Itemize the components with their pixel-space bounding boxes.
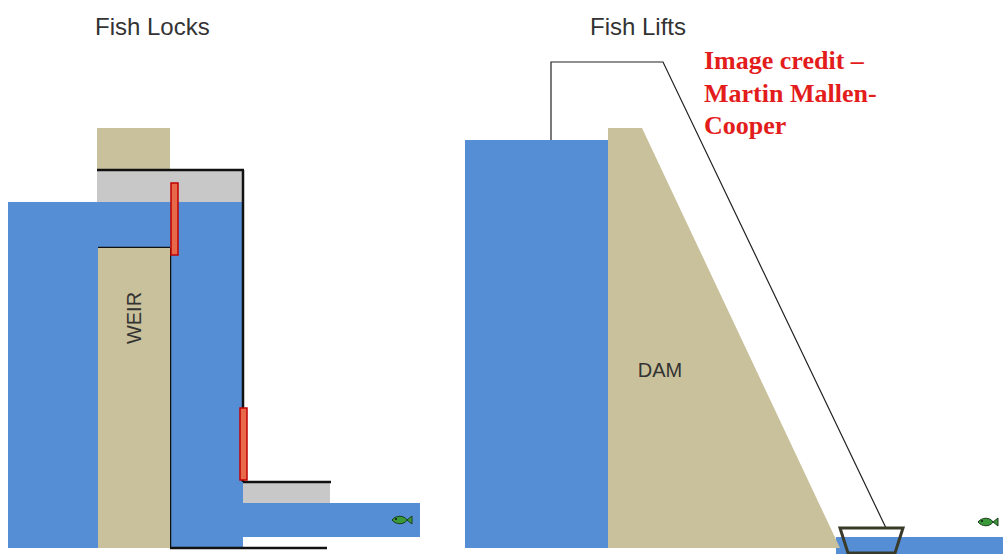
reservoir — [465, 140, 610, 548]
upstream-gate — [171, 183, 178, 255]
image-credit: Image credit – Martin Mallen-Cooper — [704, 45, 919, 143]
lock-walls — [97, 170, 331, 548]
fish-icon — [978, 518, 998, 526]
dam-shape — [608, 128, 840, 548]
headwater — [8, 202, 98, 548]
dam-body: DAM — [608, 128, 842, 548]
panel-title: Fish Lifts — [590, 12, 686, 42]
panel-title: Fish Locks — [95, 12, 210, 42]
weir-block: WEIR — [98, 248, 170, 548]
upper-deck — [97, 170, 243, 202]
lift-hopper — [840, 528, 903, 553]
lower-deck — [243, 482, 330, 503]
structure-label: DAM — [638, 360, 682, 380]
lock-chamber-water — [170, 202, 243, 548]
tailwater — [243, 503, 420, 537]
tailwater — [836, 537, 1003, 554]
weir-top-block — [97, 128, 170, 170]
downstream-gate — [240, 408, 247, 480]
structure-label: WEIR — [124, 292, 144, 344]
dam-outline — [608, 128, 842, 548]
fish-icon — [392, 516, 412, 524]
